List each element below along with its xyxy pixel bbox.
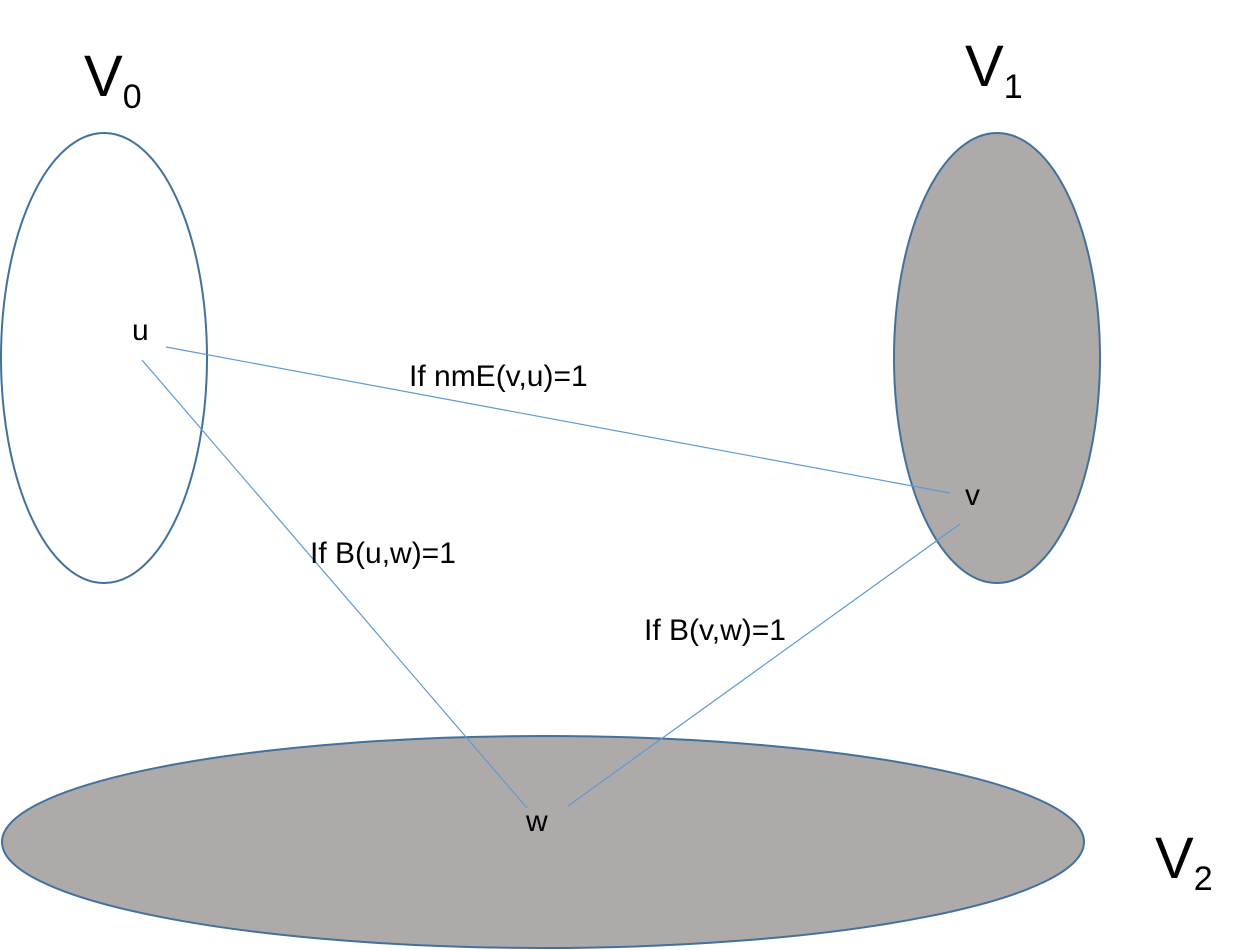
set-v0-ellipse (0, 132, 208, 584)
vertex-v-label: v (965, 479, 980, 512)
set-v1-label: V1 (965, 34, 1023, 106)
set-v1-main: V (965, 34, 1004, 99)
vertex-u-label: u (132, 314, 149, 347)
edge-u-w (141, 359, 528, 809)
set-v1-ellipse (893, 132, 1101, 584)
set-v0-main: V (84, 44, 123, 109)
edge-v-w-label: If B(v,w)=1 (644, 614, 786, 647)
set-v2-label: V2 (1155, 826, 1213, 898)
set-v0-label: V0 (84, 44, 142, 116)
set-v2-ellipse (1, 735, 1085, 949)
vertex-w-label: w (525, 805, 548, 838)
edge-u-v (165, 346, 951, 494)
set-v2-main: V (1155, 826, 1194, 891)
edge-u-w-label: If B(u,w)=1 (310, 537, 456, 570)
edge-u-v-label: If nmE(v,u)=1 (409, 360, 588, 393)
set-v0-sub: 0 (123, 78, 142, 116)
edge-v-w (567, 523, 961, 807)
set-v2-sub: 2 (1194, 860, 1213, 898)
set-v1-sub: 1 (1004, 68, 1023, 106)
